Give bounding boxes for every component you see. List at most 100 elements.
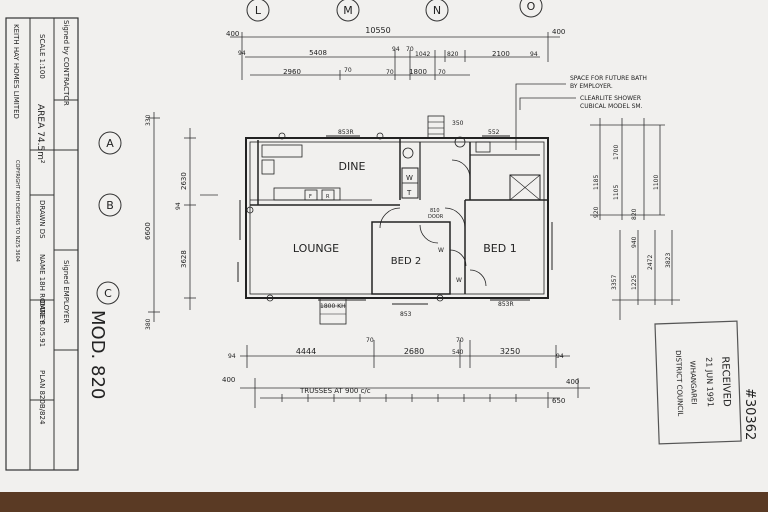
stamp-number-group: #30362 bbox=[742, 388, 757, 440]
room-dine: DINE bbox=[339, 160, 366, 173]
grid-label-n: N bbox=[433, 4, 441, 17]
dim-bottom-end2: 94 bbox=[556, 353, 564, 360]
council-stamp: RECEIVED 21 JUN 1991 WHANGAREI DISTRICT … bbox=[654, 320, 742, 445]
dim-trusses-far: 650 bbox=[552, 397, 565, 405]
left-dimensions bbox=[148, 112, 218, 322]
note-future-bath: SPACE FOR FUTURE BATH bbox=[570, 75, 647, 82]
note-shower-model: CUBICAL MODEL SM. bbox=[580, 103, 643, 110]
plan-number: PLAN 820B/824 bbox=[38, 370, 46, 425]
dim-left-edge: 400 bbox=[226, 30, 239, 38]
company-name: KEITH HAY HOMES LIMITED bbox=[12, 24, 20, 119]
top-dimension-text: 400 10550 400 94 5408 94 70 1042 820 210… bbox=[226, 26, 565, 76]
dim-right-k: 920 bbox=[593, 206, 600, 218]
model-label: MOD. 820 bbox=[87, 310, 108, 399]
grid-label-c: C bbox=[104, 287, 112, 300]
trusses-note: TRUSSES AT 900 c/c bbox=[299, 387, 371, 395]
dim-bottom-mid1: 70 bbox=[366, 337, 374, 344]
stamp-received: RECEIVED bbox=[719, 356, 732, 407]
dim-left-d: 380 bbox=[145, 318, 152, 330]
door-size: 810 bbox=[430, 208, 440, 214]
stamp-number: #30362 bbox=[742, 388, 757, 440]
dim-right-edge: 400 bbox=[552, 28, 565, 36]
tub-label: T bbox=[406, 189, 412, 197]
dim-sub5: 70 bbox=[438, 69, 446, 76]
right-dimensions bbox=[590, 118, 680, 320]
grid-label-b: B bbox=[106, 199, 114, 212]
dim-right-g: 1225 bbox=[631, 275, 638, 290]
room-labels: DINE LOUNGE BED 2 BED 1 810 DOOR W T W W… bbox=[293, 120, 517, 318]
dim-left-total: 6600 bbox=[144, 222, 152, 240]
truss-ticks bbox=[281, 394, 517, 402]
bottom-dimensions bbox=[240, 340, 590, 408]
wardrobe-label-1: W bbox=[438, 247, 444, 254]
grid-label-m: M bbox=[343, 4, 353, 17]
signed-employer-label: Signed EMPLOYER bbox=[62, 260, 70, 323]
date-label: DATE 8.05.91 bbox=[38, 300, 46, 347]
fridge-label: F bbox=[309, 194, 312, 200]
washer-label: W bbox=[406, 174, 413, 182]
dim-left-c: 94 bbox=[175, 202, 182, 210]
title-block: Signed by CONTRACTOR Signed EMPLOYER KEI… bbox=[5, 17, 108, 471]
dim-left-b: 3628 bbox=[180, 250, 188, 268]
note-by-employer: BY EMPLOYER. bbox=[570, 83, 613, 90]
dim-bottom1: 4444 bbox=[296, 347, 316, 356]
notes: SPACE FOR FUTURE BATH BY EMPLOYER. CLEAR… bbox=[515, 75, 647, 150]
dim-right-j: 820 bbox=[631, 208, 638, 220]
top-dimensions bbox=[230, 32, 560, 80]
stamp-date: 21 JUN 1991 bbox=[704, 357, 715, 407]
signed-contractor-label: Signed by CONTRACTOR bbox=[62, 20, 70, 106]
dim-right-h: 940 bbox=[631, 236, 638, 248]
right-dimension-text: 1185 1700 1105 1100 3357 3823 1225 940 2… bbox=[593, 145, 672, 290]
dim-left-e: 330 bbox=[145, 114, 152, 126]
dim-seg5: 820 bbox=[447, 51, 459, 58]
dim-end-left: 94 bbox=[238, 50, 246, 57]
scale-label: SCALE 1:100 bbox=[38, 34, 46, 79]
dim-right-i: 2472 bbox=[647, 255, 654, 270]
range-label: R bbox=[326, 194, 330, 200]
dim-right-c: 1105 bbox=[613, 185, 620, 200]
dim-right-b: 1700 bbox=[613, 145, 620, 160]
dim-trusses-left: 400 bbox=[222, 376, 235, 384]
dim-sub4: 1800 bbox=[409, 68, 427, 76]
dim-sub1: 2960 bbox=[283, 68, 301, 76]
grid-label-a: A bbox=[106, 137, 114, 150]
window-bath: 552 bbox=[488, 129, 500, 136]
dim-seg3: 70 bbox=[406, 46, 414, 53]
dim-overall-width: 10550 bbox=[365, 26, 390, 35]
dim-bottom-end1: 94 bbox=[228, 353, 236, 360]
note-shower: CLEARLITE SHOWER bbox=[580, 95, 641, 102]
stamp-council: DISTRICT COUNCIL bbox=[674, 350, 684, 416]
wardrobe-label-2: W bbox=[456, 277, 462, 284]
dim-seg4: 1042 bbox=[415, 51, 430, 58]
floor-plan-drawing: Signed by CONTRACTOR Signed EMPLOYER KEI… bbox=[5, 0, 757, 471]
name-label: NAME 18H ROMNEY bbox=[38, 254, 46, 324]
dim-end-right: 94 bbox=[530, 51, 538, 58]
window-bed1: 853R bbox=[498, 301, 514, 308]
window-lounge: 1800 KH bbox=[320, 303, 346, 310]
top-mark: 350 bbox=[452, 120, 464, 127]
dim-right-e: 3357 bbox=[611, 275, 618, 290]
dim-trusses-right: 400 bbox=[566, 378, 579, 386]
dim-bottom-mid3: 540 bbox=[452, 349, 464, 356]
room-bed1: BED 1 bbox=[483, 242, 516, 255]
dim-left-a: 2630 bbox=[180, 172, 188, 190]
dim-bottom-mid2: 70 bbox=[456, 337, 464, 344]
stamp-place: WHANGAREI bbox=[688, 361, 698, 405]
dim-right-f: 3823 bbox=[665, 253, 672, 268]
left-dimension-text: 6600 2630 3628 94 380 330 bbox=[144, 114, 188, 330]
door-label: DOOR bbox=[428, 214, 444, 220]
dim-sub2: 70 bbox=[344, 67, 352, 74]
dim-seg1: 5408 bbox=[309, 49, 327, 57]
dim-seg2: 94 bbox=[392, 46, 400, 53]
room-lounge: LOUNGE bbox=[293, 242, 339, 255]
grid-label-o: O bbox=[527, 0, 536, 13]
grid-label-l: L bbox=[255, 4, 262, 17]
drawn-label: DRAWN DS bbox=[38, 200, 46, 239]
dim-seg6: 2100 bbox=[492, 50, 510, 58]
plan-walls bbox=[237, 115, 553, 325]
dim-bottom3: 3250 bbox=[500, 347, 520, 356]
copyright-note: COPYRIGHT KHH DESIGNS TO NZ/S 3604 bbox=[14, 160, 20, 262]
window-dine: 853R bbox=[338, 129, 354, 136]
grid-bubbles: L M N O A B C bbox=[96, 0, 543, 305]
plan-sheet: Signed by CONTRACTOR Signed EMPLOYER KEI… bbox=[0, 0, 768, 492]
